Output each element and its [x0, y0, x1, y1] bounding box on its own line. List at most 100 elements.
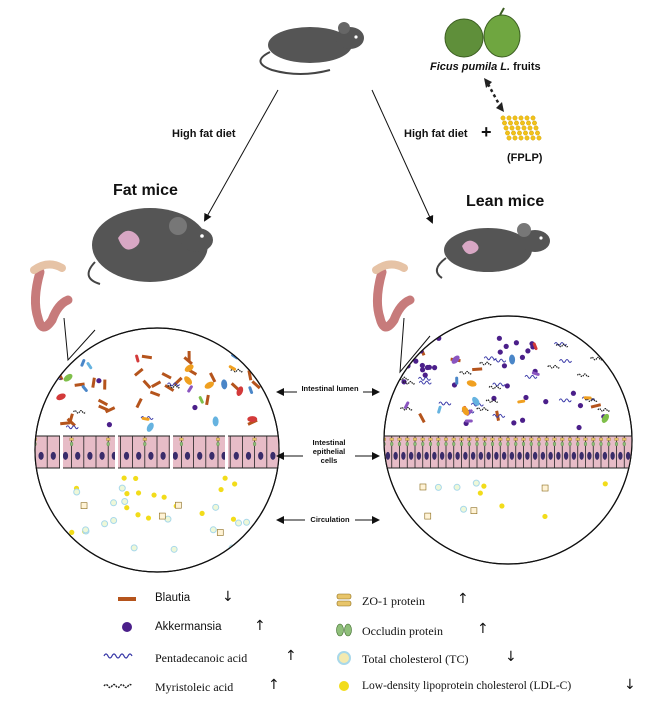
fig-fruits-icon	[444, 7, 521, 58]
occludin-mark	[514, 441, 518, 447]
tc-mark	[82, 526, 90, 534]
tc-mark	[460, 505, 468, 513]
blautia-mark	[161, 372, 172, 380]
blautia-mark	[98, 404, 109, 412]
barrier-gap	[60, 434, 63, 470]
legend-label-akkermansia: Akkermansia	[155, 621, 222, 633]
fplp-dot	[529, 130, 534, 136]
fplp-dot	[506, 115, 512, 121]
zo1-mark	[179, 437, 184, 441]
occludin-mark	[483, 441, 487, 447]
tc-mark	[472, 479, 480, 487]
legend-change-zo1: ↑	[457, 591, 469, 607]
zo1-mark	[467, 437, 472, 441]
cell-nucleus	[258, 451, 264, 460]
occludin-mark	[591, 441, 595, 447]
myristoleic-mark	[399, 406, 413, 411]
zo1-mark	[529, 437, 534, 441]
zo1-mark	[475, 437, 479, 441]
ldlc-mark	[230, 516, 237, 522]
zo1-mark	[560, 437, 565, 441]
blautia-mark	[133, 367, 144, 377]
ldlc-mark	[135, 512, 141, 518]
blautia-mark	[183, 356, 193, 365]
microbe-mark	[437, 405, 442, 414]
occludin-mark	[444, 441, 448, 447]
zo1-mark	[413, 437, 417, 441]
cell-nucleus	[416, 451, 422, 460]
legend-label-myristoleic: Myristoleic acid	[155, 680, 234, 694]
pentadecanoic-mark	[418, 380, 432, 385]
ldlc-mark	[124, 505, 130, 511]
zo1-mark	[106, 437, 111, 441]
microbe-mark	[466, 380, 477, 387]
cell-nucleus	[172, 451, 178, 460]
ldlc-mark	[602, 481, 608, 487]
cell-nucleus	[87, 451, 93, 460]
circulation-mark	[419, 483, 427, 491]
microbe-mark	[212, 416, 219, 427]
akkermansia-mark	[576, 424, 582, 431]
legend-icon-occludin	[336, 623, 344, 637]
pentadecanoic-mark	[554, 342, 567, 346]
akkermansia-mark	[419, 362, 425, 369]
ldlc-mark	[542, 513, 548, 520]
tc-mark	[453, 483, 461, 491]
fruit-caption: Ficus pumila L. fruits	[430, 61, 541, 73]
cell-nucleus	[610, 451, 615, 460]
fplp-dot	[505, 130, 510, 136]
ldlc-mark	[124, 491, 130, 497]
cell-nucleus	[424, 451, 429, 460]
occludin-mark	[70, 441, 74, 447]
akkermansia-mark	[96, 378, 102, 384]
occludin-mark	[452, 441, 456, 447]
pentadecanoic-mark	[559, 359, 572, 363]
zo1-mark	[552, 437, 557, 441]
fruit-species-name: Ficus pumila L.	[430, 61, 511, 73]
occludin-mark	[179, 441, 183, 447]
occludin-mark	[583, 441, 588, 447]
tc-mark	[209, 526, 217, 534]
cell-nucleus	[439, 451, 445, 460]
right-diet-label: High fat diet	[404, 128, 468, 140]
legend-icon-blautia	[118, 597, 136, 601]
zo1-mark	[537, 437, 541, 441]
microbe-mark	[63, 373, 73, 382]
zo1-mark	[614, 437, 619, 441]
myristoleic-mark	[597, 408, 611, 412]
occludin-mark	[405, 441, 409, 447]
fplp-dot	[520, 120, 525, 126]
lean-gut-cross-section	[383, 315, 633, 565]
microbe-mark	[601, 413, 610, 423]
extraction-arrow	[486, 83, 502, 107]
ldlc-mark	[121, 475, 127, 481]
blautia-mark	[60, 421, 71, 426]
blautia-mark	[205, 394, 210, 406]
legend-icon-myristoleic	[103, 683, 133, 689]
cell-nucleus	[540, 451, 546, 460]
akkermansia-mark	[501, 363, 508, 369]
ldlc-mark	[232, 481, 238, 487]
occludin-mark	[428, 441, 433, 447]
cell-nucleus	[62, 451, 69, 460]
left-intestine-icon	[30, 260, 73, 332]
pentadecanoic-mark	[438, 401, 452, 406]
zo1-mark	[420, 437, 425, 441]
cell-nucleus	[478, 451, 484, 460]
cell-nucleus	[625, 451, 631, 460]
ldlc-mark	[199, 510, 205, 516]
microbe-mark	[509, 354, 516, 365]
akkermansia-mark	[419, 367, 426, 373]
blautia-mark	[418, 412, 426, 424]
tc-mark	[121, 498, 129, 506]
ldlc-mark	[133, 475, 139, 482]
akkermansia-mark	[496, 335, 502, 341]
ldlc-mark	[135, 490, 142, 496]
zo1-mark	[568, 437, 572, 441]
zo1-mark	[591, 437, 596, 441]
tc-mark	[110, 516, 118, 524]
zo1-mark	[142, 437, 147, 441]
cell-nucleus	[486, 451, 491, 460]
cell-nucleus	[501, 451, 507, 460]
microbe-mark	[451, 355, 460, 364]
